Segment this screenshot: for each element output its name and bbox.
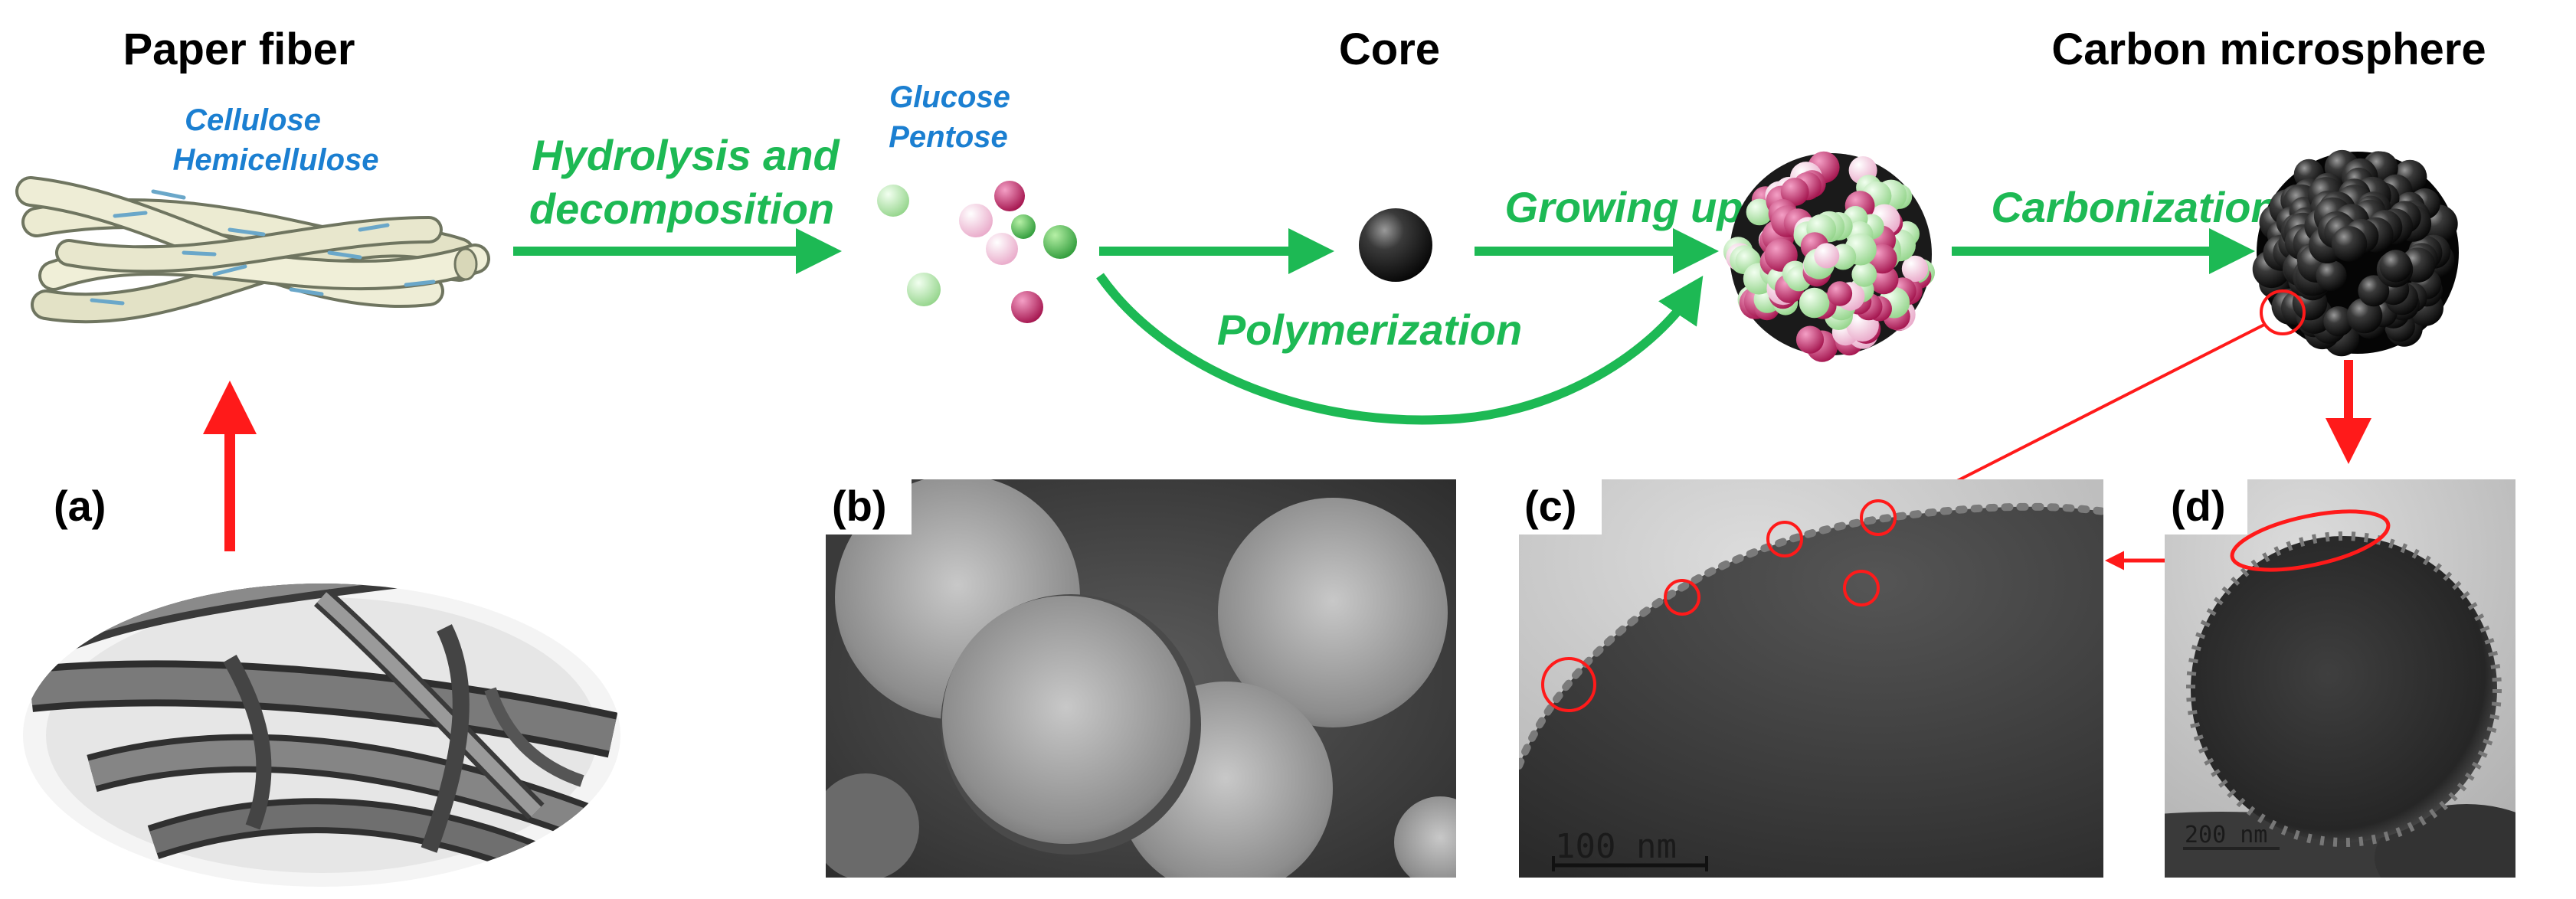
sphere-bead (2323, 306, 2354, 337)
paper-fiber-title: Paper fiber (123, 25, 355, 74)
carbon-microsphere-title: Carbon microsphere (2051, 25, 2486, 74)
panel-c-scale-label: 100 nm (1555, 827, 1677, 866)
carbon-sphere (2252, 149, 2459, 357)
surface-highlight-ellipse (2230, 509, 2391, 572)
sphere-bead (2346, 297, 2383, 334)
sphere-bead (1799, 287, 1830, 319)
panel-d-label: (d) (2171, 482, 2226, 530)
panel-b-sem-image (826, 479, 1456, 878)
cellulose-label: Cellulose (185, 103, 321, 137)
sphere-bead (1814, 243, 1840, 269)
growing-up-label: Growing up (1504, 183, 1743, 231)
panel-a-sem-image (23, 584, 620, 887)
pentose-label: Pentose (889, 120, 1008, 154)
sphere-bead (1901, 255, 1929, 283)
sugar-molecules (877, 181, 1077, 323)
panel-c-tem-image: 100 nm (1519, 479, 2103, 878)
sphere-bead (1851, 261, 1877, 287)
particle-highlight-circle (1860, 499, 1897, 536)
panel-d-scale-label: 200 nm (2185, 822, 2267, 848)
sphere-bead (1780, 178, 1809, 206)
panel-d-tem-image: 200 nm (2165, 479, 2515, 878)
polymer-sphere (1723, 151, 1935, 362)
polymerization-label: Polymerization (1217, 306, 1522, 354)
sphere-bead (1827, 281, 1853, 306)
panel-c-label: (c) (1524, 482, 1576, 530)
sphere-bead (2379, 250, 2412, 283)
sphere-bead (1795, 325, 1825, 354)
panel-a-label: (a) (54, 482, 106, 530)
particle-highlight-circle (1766, 521, 1803, 557)
particle-highlight-circle (1541, 657, 1596, 712)
particle-highlight-circle (1843, 570, 1880, 606)
carbon-sphere-highlight-circle (2260, 289, 2306, 335)
core-title: Core (1339, 25, 1440, 74)
paper-fiber-bundle (15, 176, 490, 324)
hydrolysis-label-line2: decomposition (529, 185, 834, 233)
hemicellulose-label: Hemicellulose (172, 143, 378, 177)
polymerization-arrow (1096, 273, 1704, 425)
glucose-label: Glucose (889, 80, 1010, 114)
sphere-bead (2316, 260, 2347, 291)
hydrolysis-label-line1: Hydrolysis and (532, 131, 840, 179)
sphere-bead (2331, 226, 2368, 262)
sphere-bead (2358, 275, 2390, 307)
sphere-bead (1746, 198, 1773, 226)
particle-highlight-circle (1664, 579, 1700, 616)
core-sphere (1359, 208, 1432, 282)
carbonization-label: Carbonization (1991, 183, 2277, 231)
zoom-arrow-to-c (1903, 323, 2265, 508)
panel-b-label: (b) (832, 482, 887, 530)
